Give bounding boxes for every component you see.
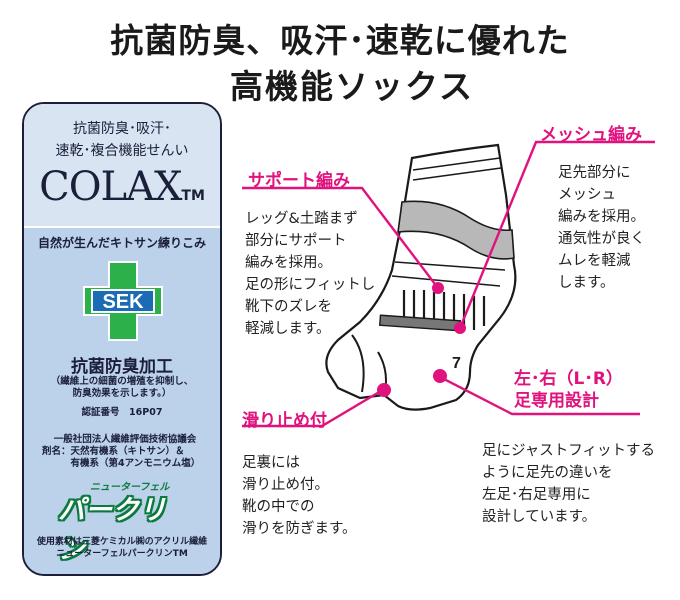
callout-leader-lines <box>242 140 655 428</box>
anti-slip-title: 滑り止め付 <box>242 411 327 431</box>
card-heading: 抗菌防臭加工 <box>71 357 173 377</box>
card-note-line-2: 防臭効果を示します。） <box>72 388 172 399</box>
mesh-line: 通気性が良く <box>558 231 645 247</box>
lr-line: 左足･右足専用に <box>482 487 591 503</box>
colax-tm: TM <box>181 188 205 204</box>
mesh-line: メッシュ <box>558 187 616 203</box>
slip-line: 滑り止め付。 <box>242 477 329 493</box>
support-knit-title: サポート編み <box>248 171 350 191</box>
info-card: 抗菌防臭･吸汗･ 速乾･複合機能せんい COLAXTM 自然が生んだキトサン練り… <box>22 102 222 576</box>
lr-line: 設計しています。 <box>482 509 597 525</box>
lr-design-text: 足にジャストフィットする ように足先の違いを 左足･右足専用に 設計しています。 <box>482 440 655 528</box>
anti-slip-text: 足裏には 滑り止め付。 靴の中での 滑りを防ぎます。 <box>242 452 357 540</box>
card-footer-line-2: ニューターフェルパークリンTM <box>56 549 188 559</box>
lr-title-line-1: 左･右（L･R） <box>514 369 623 389</box>
sock-lr-mark: 7 <box>452 355 461 372</box>
slip-line: 滑りを防ぎます。 <box>242 521 357 537</box>
card-feature-line-2: 速乾･複合機能せんい <box>55 143 189 159</box>
slip-line: 靴の中での <box>242 499 315 515</box>
lr-line: 足にジャストフィットする <box>482 443 655 459</box>
sek-cross-logo: SEK <box>82 260 164 342</box>
parklin-logo-small: ニューターフェル <box>90 482 170 493</box>
sock-cuff-ribs <box>412 157 502 181</box>
card-note: （繊維上の細菌の増殖を抑制し、 防臭効果を示します。） <box>24 376 220 400</box>
card-org-line-1: 一般社団法人繊維評価技術協議会 <box>53 434 197 445</box>
card-org-info: 一般社団法人繊維評価技術協議会 剤名：天然有機系（キトサン）＆ 有機系（第4アン… <box>32 434 218 470</box>
headline-line-1: 抗菌防臭、吸汗･速乾に優れた <box>110 21 570 60</box>
support-callout-dot <box>432 282 444 294</box>
support-line: 部分にサポート <box>245 233 347 249</box>
lr-title-line-2: 足専用設計 <box>514 391 599 411</box>
card-org-line-3: 有機系（第4アンモニウム塩） <box>42 458 201 469</box>
card-note-line-1: （繊維上の細菌の増殖を抑制し、 <box>50 376 194 387</box>
mesh-line: 足先部分に <box>558 165 631 181</box>
lr-line: ように足先の違いを <box>482 465 613 481</box>
sek-label: SEK <box>102 291 144 313</box>
card-feature-line-1: 抗菌防臭･吸汗･ <box>73 121 171 137</box>
mesh-callout-dot <box>454 322 466 334</box>
parklin-logo-main: パークリン <box>58 495 166 565</box>
card-footer: 使用素材は三菱ケミカル㈱のアクリル繊維 ニューターフェルパークリンTM <box>24 536 220 560</box>
card-org-line-2: 剤名：天然有機系（キトサン）＆ <box>42 446 185 457</box>
mesh-knit-title: メッシュ編み <box>540 125 642 145</box>
support-line: 編みを採用。 <box>245 255 332 271</box>
mesh-knit-text: 足先部分に メッシュ 編みを採用。 通気性が良く ムレを軽減 します。 <box>558 162 645 294</box>
sock-instep-lines <box>391 261 506 287</box>
colax-logo: COLAXTM <box>24 164 220 210</box>
support-knit-text: レッグ&土踏まず 部分にサポート 編みを採用。 足の形にフィットし 靴下のズレを… <box>245 208 375 340</box>
sock-mesh-band <box>397 200 515 260</box>
card-cert-number: 認証番号 16P07 <box>81 407 163 418</box>
parklin-logo: ニューターフェル パークリン <box>58 478 188 565</box>
headline-line-2: 高機能ソックス <box>230 67 475 106</box>
support-line: レッグ&土踏まず <box>245 211 358 227</box>
support-line: 足の形にフィットし <box>245 277 376 293</box>
colax-brand: COLAX <box>39 164 182 210</box>
support-line: 靴下のズレを <box>245 299 332 315</box>
slip-line: 足裏には <box>242 455 300 471</box>
card-footer-line-1: 使用素材は三菱ケミカル㈱のアクリル繊維 <box>36 537 208 547</box>
mesh-line: ムレを軽減 <box>558 253 631 269</box>
lr-design-title: 左･右（L･R） 足専用設計 <box>514 368 623 412</box>
card-top-panel <box>24 104 220 226</box>
mesh-line: します。 <box>558 275 615 291</box>
card-tagline: 自然が生んだキトサン練りこみ <box>37 236 206 250</box>
anti-slip-dot-1 <box>433 369 447 383</box>
support-line: 軽減します。 <box>245 321 331 337</box>
mesh-line: 編みを採用。 <box>558 209 645 225</box>
